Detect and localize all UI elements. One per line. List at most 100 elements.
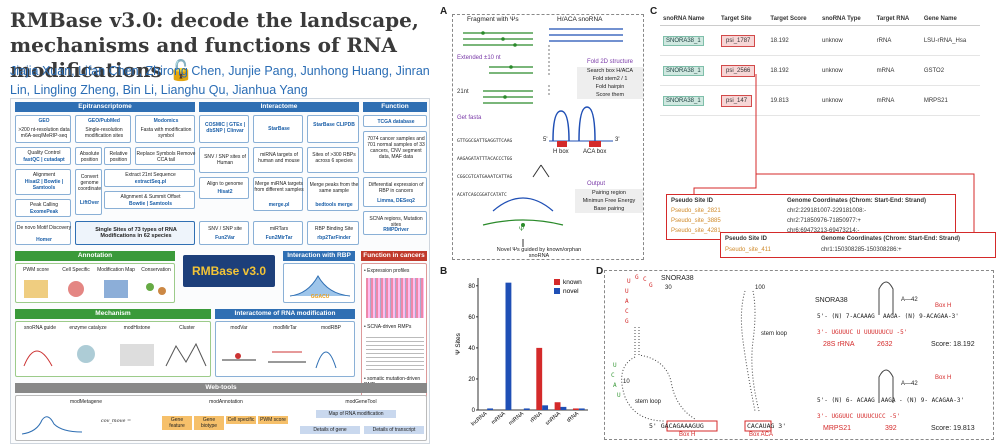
replace-label: Replace Symbols Remove CCA tail bbox=[136, 151, 196, 163]
pseudo1-id-2[interactable]: Pseudo_site_4281 bbox=[671, 228, 721, 234]
seq-bottom-5: 5' GACAGAAAGUG bbox=[649, 422, 704, 430]
interactome-header: Interactome bbox=[199, 102, 359, 112]
gene-cell: GSTO2 bbox=[920, 55, 980, 86]
snvsite-label: SNV / SNP site bbox=[208, 226, 242, 232]
extract-box: Extract 21nt Sequence extractSeq.pl bbox=[104, 169, 195, 187]
snv-label: SNV / SNP sites of Human bbox=[204, 154, 246, 166]
author-list: Jiajia Xuan, Lifan Chen, Zhirong Chen, J… bbox=[10, 64, 430, 97]
starbase-box: StarBase bbox=[253, 115, 303, 143]
expression-heatmap bbox=[366, 278, 424, 318]
pseudo2-id-0[interactable]: Pseudo_site_411 bbox=[725, 247, 771, 253]
fasta-line-2: CGGCGTCATGAAATCATTAG bbox=[457, 175, 513, 180]
rbp-label: Sites of >300 RBPs across 6 species bbox=[312, 152, 356, 164]
imod-item-0: modVar bbox=[230, 325, 248, 331]
output-label: Output bbox=[587, 181, 606, 187]
y-tick-label: 40 bbox=[468, 346, 475, 352]
output-item-2: Base pairing bbox=[593, 206, 625, 212]
web-gene-1: Details of gene bbox=[300, 426, 360, 434]
acabox-label: ACA box bbox=[583, 149, 607, 155]
pseudo1-id-0[interactable]: Pseudo_site_2821 bbox=[671, 208, 721, 214]
box-aca-label: Box ACA bbox=[749, 432, 774, 438]
merge2-tool: bedtools merge bbox=[315, 202, 353, 208]
web-gene-2: Details of transcript bbox=[364, 426, 424, 434]
bar-novel-rRNA bbox=[542, 405, 549, 410]
extended-label: Extended ±10 nt bbox=[457, 55, 501, 61]
align-label: Alignment bbox=[32, 172, 56, 178]
imod-panel: modVar modMirTar modRBP bbox=[215, 321, 355, 377]
denovo-box: De novo Motif Discovery Homer bbox=[15, 221, 71, 245]
fold-step-0: Search box H/ACA bbox=[586, 68, 634, 74]
mirna-box: miRNA targets of human and mouse bbox=[253, 147, 303, 173]
mech-item-2: modHistone bbox=[123, 325, 151, 331]
ibp-motif: GGACU bbox=[310, 294, 330, 300]
extract-tool: extractSeq.pl bbox=[134, 179, 167, 185]
scna-tool: RMPDriver bbox=[383, 227, 409, 233]
legend-swatch-known bbox=[554, 279, 560, 285]
psi-label: Ψ bbox=[519, 227, 525, 233]
target-site-link[interactable]: psi_1787 bbox=[721, 34, 756, 47]
panel-a: Fragment with Ψs H/ACA snoRNA Extended ±… bbox=[452, 14, 644, 260]
col-gene-name: Gene Name bbox=[920, 14, 980, 26]
snv-box: SNV / SNP sites of Human bbox=[199, 147, 249, 173]
annot-item-2: Modification Map bbox=[97, 267, 135, 273]
snorna-cell[interactable]: SNORA38_1 bbox=[663, 35, 704, 46]
panel-d-label: D bbox=[596, 266, 604, 277]
align2-box: Alignment & Summit Offset Bowtie | Samto… bbox=[104, 191, 195, 209]
hairpin-1-icon bbox=[878, 281, 894, 315]
geopub-text: Single-resolution modification sites bbox=[84, 127, 124, 139]
bar-novel-tRNA bbox=[578, 408, 585, 410]
rna-cell: mRNA bbox=[873, 85, 921, 116]
y-tick-label: 20 bbox=[468, 377, 475, 383]
novel-label: Novel Ψs guided by known/orphan snoRNA bbox=[496, 247, 582, 259]
pos-100: 100 bbox=[755, 285, 766, 291]
paper-title: RMBase v3.0: decode the landscape, mecha… bbox=[10, 8, 430, 83]
hbox-label: H box bbox=[553, 149, 569, 155]
mirtars-box: miRTars Fun2MirTar bbox=[253, 221, 303, 245]
target-site-link[interactable]: psi_147 bbox=[721, 94, 753, 107]
modomics-text: Fasta with modification symbol bbox=[140, 127, 192, 139]
mech-item-1: enzyme catalyze bbox=[69, 325, 107, 331]
align2-tools: Bowtie | Samtools bbox=[128, 201, 173, 207]
pseudo2-coord-0: chr1:150308285-150308286:+ bbox=[821, 247, 902, 253]
y-tick-label: 60 bbox=[468, 315, 475, 321]
svg-text:U: U bbox=[617, 392, 621, 399]
web-item-1: modAnnotation bbox=[209, 399, 243, 405]
seq-bottom-3: CACAUAG 3' bbox=[747, 422, 787, 430]
fasta-seq: GTTGGCGATTGAGGTTCAAG AAGAGATATTTACACCCTG… bbox=[457, 127, 512, 211]
output-item-0: Pairing region bbox=[592, 190, 626, 196]
geo-label: GEO bbox=[38, 118, 50, 124]
convert-box: Convert genome coordinate LiftOver bbox=[75, 169, 102, 215]
fold-steps: Search box H/ACA Fold stem2 / 1 Fold hai… bbox=[577, 67, 643, 99]
mirna-label: miRNA targets of human and mouse bbox=[258, 152, 300, 164]
snorna-cell[interactable]: SNORA38_1 bbox=[663, 65, 704, 76]
snorna-cell[interactable]: SNORA38_1 bbox=[663, 95, 704, 106]
col-target-site: Target Site bbox=[718, 14, 768, 26]
annotation-panel: PWM score Cell Specific Modification Map… bbox=[15, 263, 175, 303]
rel-label: Relative position bbox=[109, 151, 128, 163]
r1-a42: A—42 bbox=[901, 297, 918, 303]
pseudo1-coord-2: chr6:69473213-69473214:- bbox=[787, 228, 860, 234]
rna-cell: rRNA bbox=[873, 25, 921, 56]
svg-text:G: G bbox=[635, 274, 639, 281]
mechanism-icons bbox=[23, 342, 207, 367]
score-cell: 18.192 bbox=[767, 55, 820, 86]
svg-text:C: C bbox=[611, 372, 615, 379]
table-header-row: snoRNA Name Target Site Target Score sno… bbox=[660, 14, 980, 26]
merge1-label: Merge miRNA targets from different sampl… bbox=[254, 181, 304, 193]
fasta-line-0: GTTGGCGATTGAGGTTCAAG bbox=[457, 139, 513, 144]
annotation-icons bbox=[24, 280, 166, 298]
svg-text:C: C bbox=[643, 276, 647, 283]
pseudo1-id-1[interactable]: Pseudo_site_3885 bbox=[671, 218, 721, 224]
align-genome-box: Align to genome Hisat2 bbox=[199, 177, 249, 199]
fold-step-3: Score them bbox=[595, 92, 625, 98]
qc-tools: fastQC | cutadapt bbox=[23, 157, 65, 163]
rbpsite-box: RBP Binding Site rbp2TarFinder bbox=[307, 221, 359, 245]
scna-box: SCNA regions, Mutation sites RMPDriver bbox=[363, 211, 427, 235]
r2-line2: AAGA - (N) 9- ACAGAA-3' bbox=[881, 397, 965, 404]
fasta-line-3: ACATCAGCGGATCATATC bbox=[457, 193, 507, 198]
target-site-link[interactable]: psi_2566 bbox=[721, 64, 756, 77]
web-tag-2: Cell specific bbox=[226, 416, 256, 424]
col-target-score: Target Score bbox=[767, 14, 820, 26]
nt21-label: 21nt bbox=[457, 89, 469, 95]
webtools-panel: modMetagene modAnnotation modGeneTool co… bbox=[15, 395, 427, 441]
